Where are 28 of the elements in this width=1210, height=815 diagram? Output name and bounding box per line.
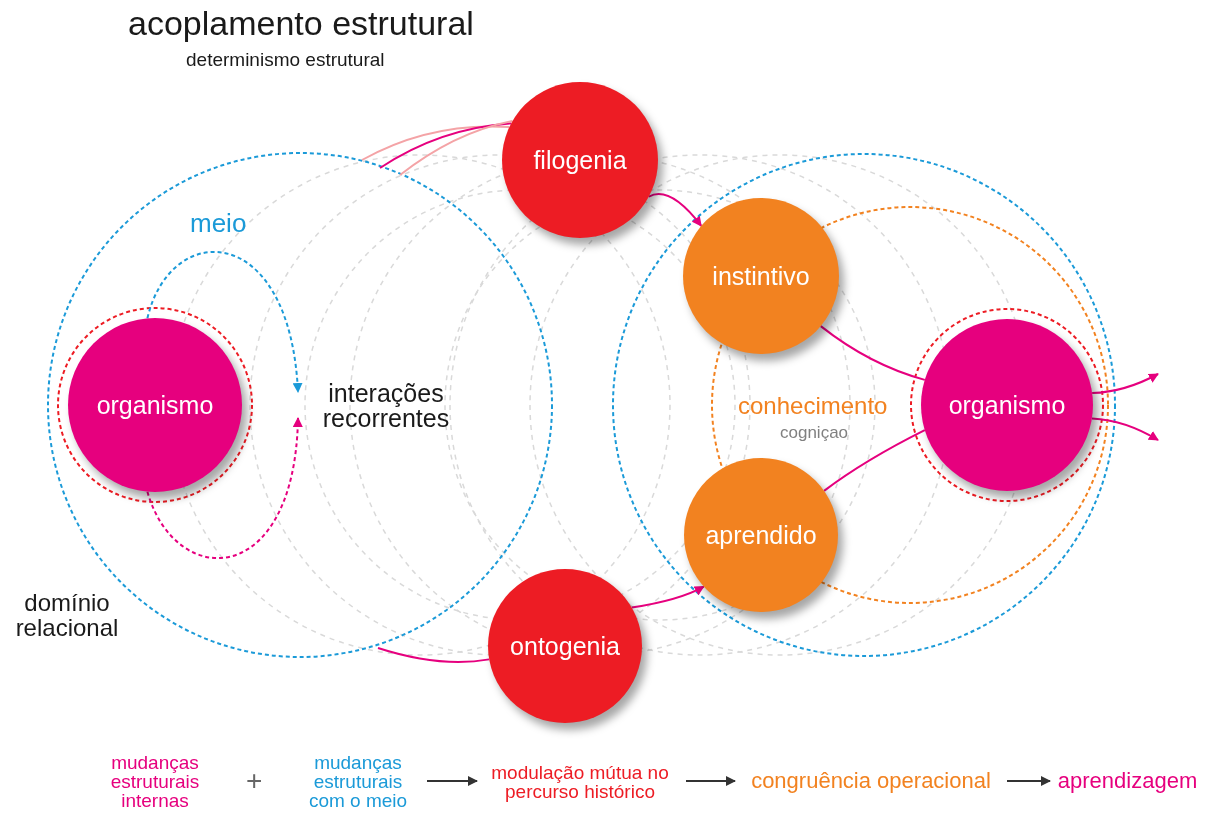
arrow xyxy=(685,776,736,786)
arrow xyxy=(146,417,303,560)
concept-text: aprendizagem xyxy=(1055,766,1200,796)
arrow xyxy=(146,250,302,393)
arrow xyxy=(1090,417,1159,441)
concept-text: mudanças estruturais com o meio xyxy=(295,748,421,814)
title: acoplamento estrutural xyxy=(128,6,474,42)
arrow xyxy=(630,585,705,609)
concept-circle: ontogenia xyxy=(488,569,642,723)
concept-sublabel: cogniçao xyxy=(780,424,849,442)
arrow xyxy=(647,193,703,227)
arrow xyxy=(1091,373,1159,395)
arrow xyxy=(426,776,478,786)
arrow xyxy=(1006,776,1051,786)
concept-label: conhecimento xyxy=(738,393,888,419)
concept-circle: instintivo xyxy=(683,198,839,354)
concept-text: mudanças estruturais internas xyxy=(90,748,220,814)
region-label: domínio relacional xyxy=(14,590,120,641)
concept-circle: organismo xyxy=(921,319,1093,491)
concept-text: interações recorrentes xyxy=(298,376,458,436)
concept-text: modulação mútua no percurso histórico xyxy=(480,760,680,804)
subtitle: determinismo estrutural xyxy=(186,50,385,70)
region-label: meio xyxy=(190,210,247,238)
concept-circle: organismo xyxy=(68,318,242,492)
concept-circle: filogenia xyxy=(502,82,658,238)
concept-text: congruência operacional xyxy=(740,766,1002,796)
concept-circle: aprendido xyxy=(684,458,838,612)
plus-sign: + xyxy=(246,766,263,796)
